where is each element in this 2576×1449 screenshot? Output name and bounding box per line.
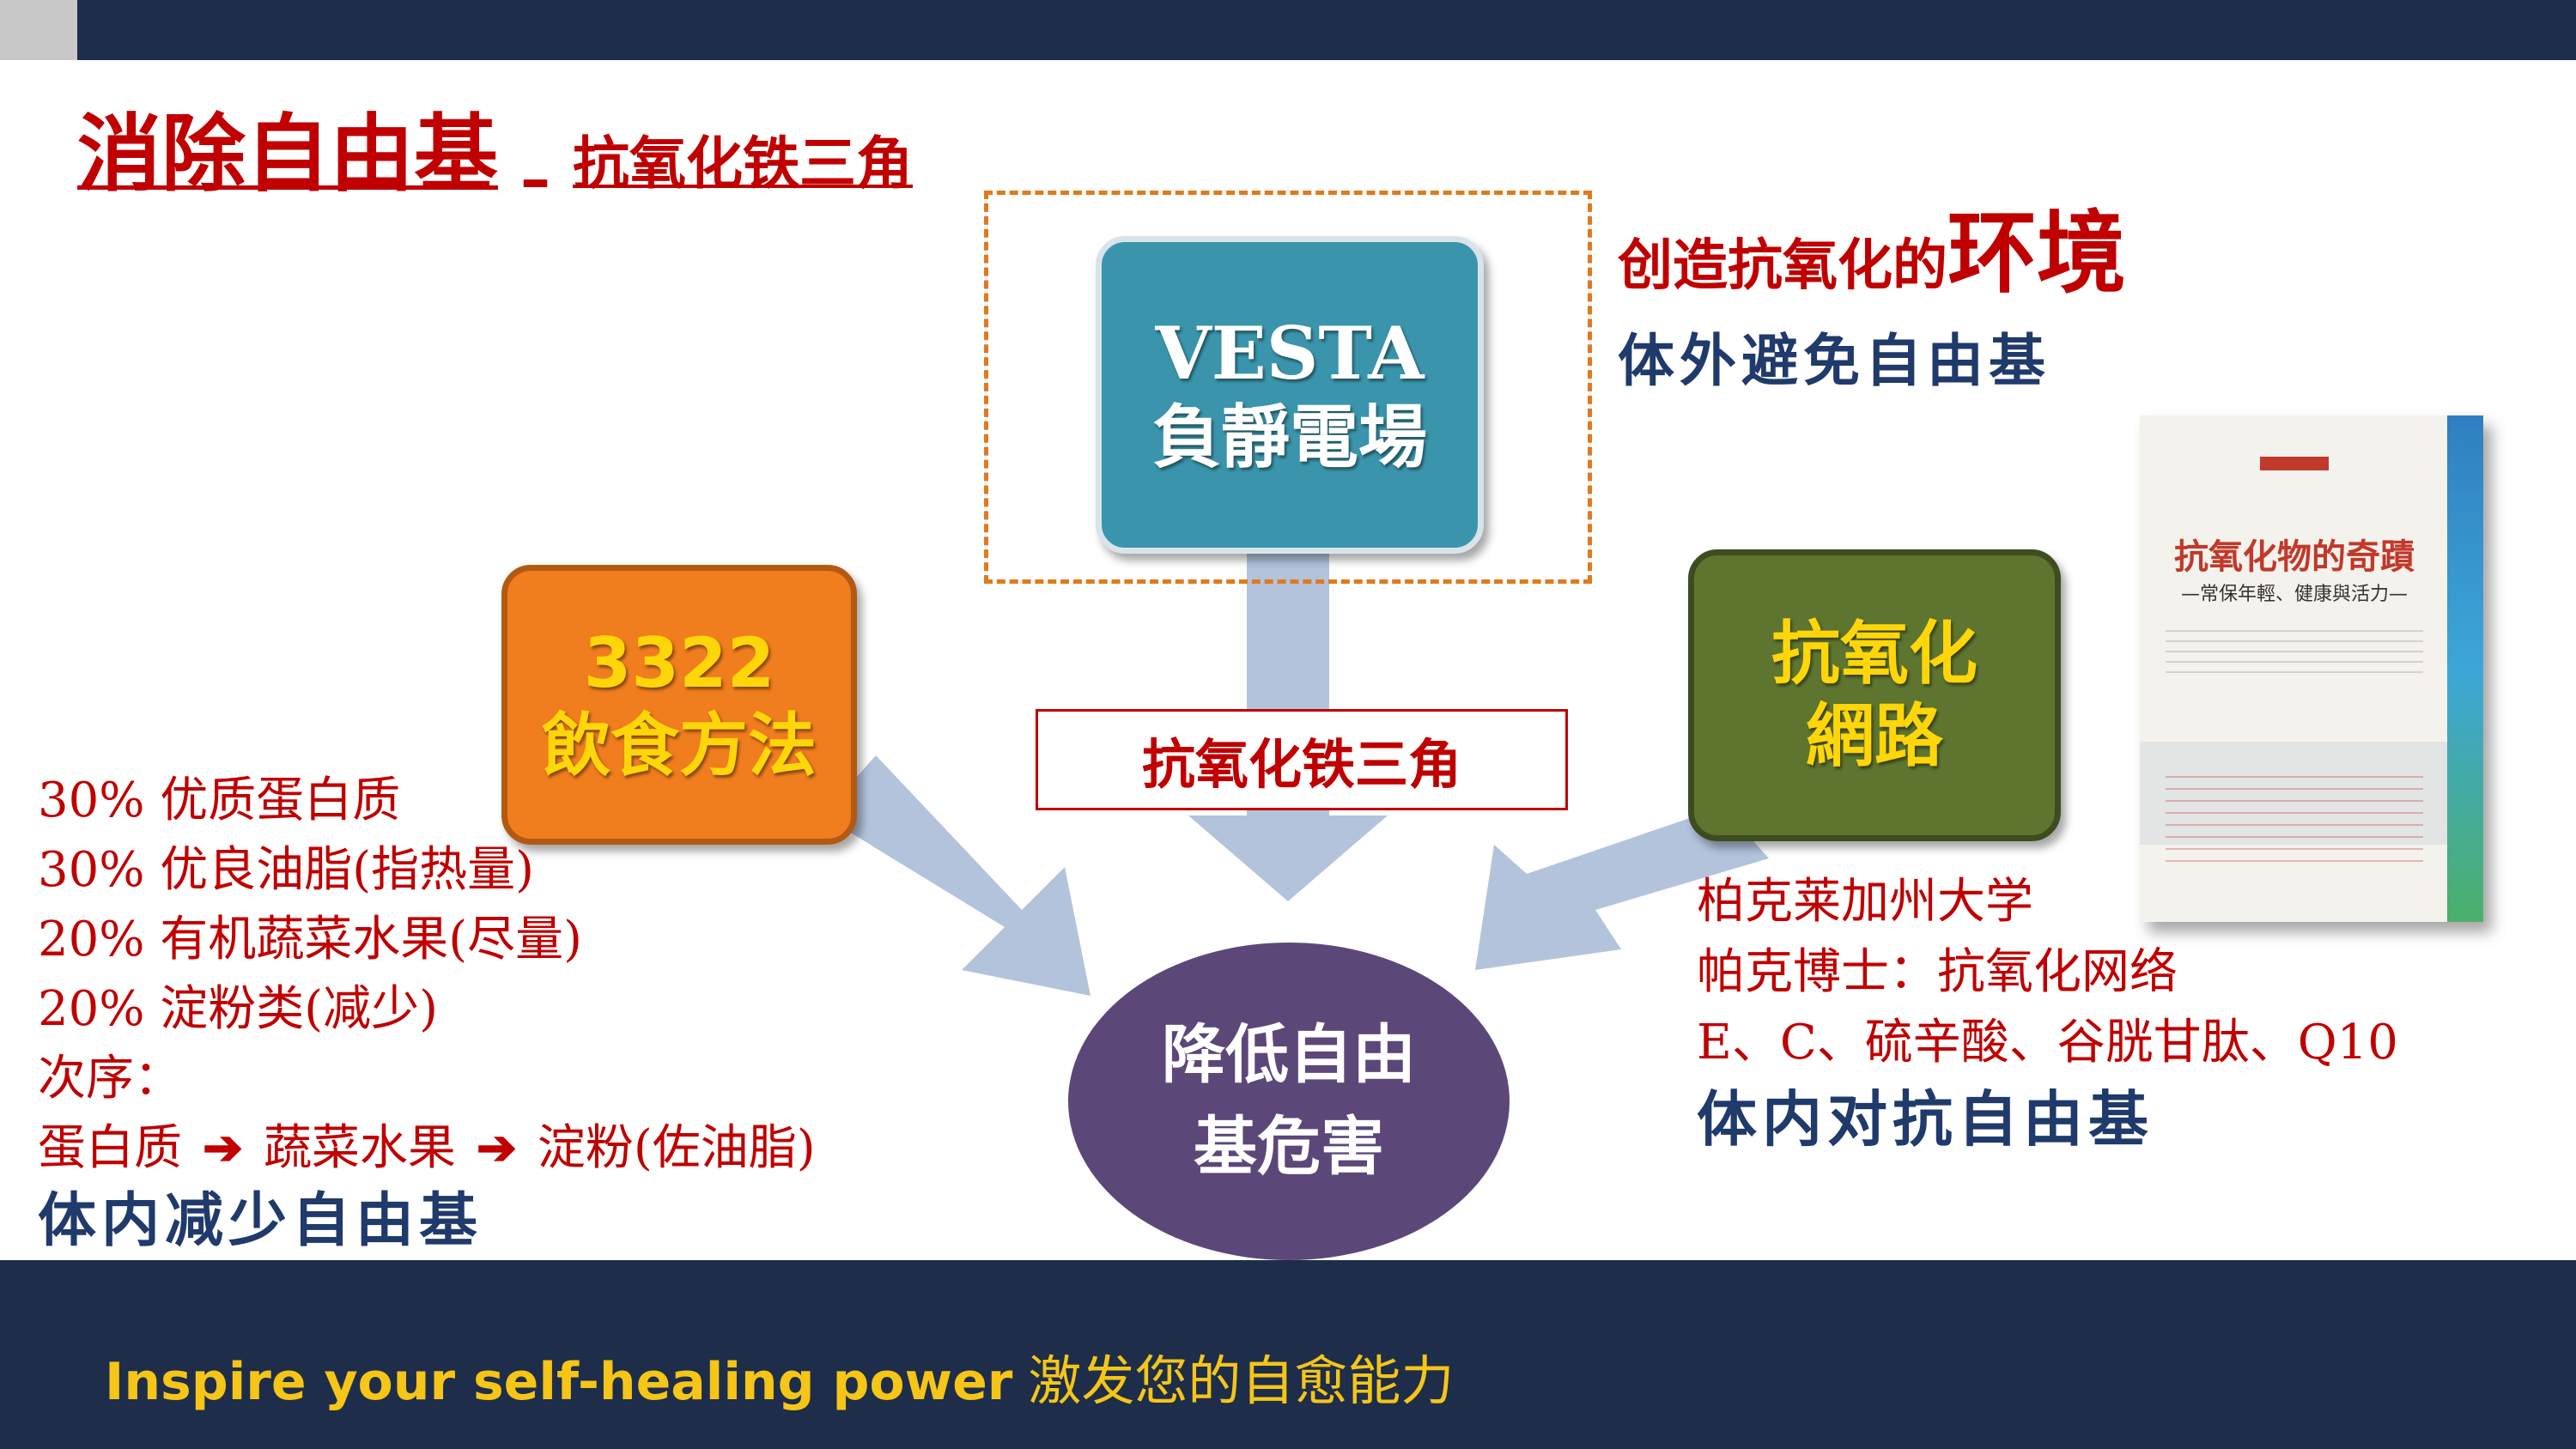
- vesta-box: VESTA 負靜電場: [1096, 236, 1484, 554]
- arrow-right-icon: ➔: [203, 1119, 243, 1176]
- environment-prefix: 创造抗氧化的: [1618, 234, 1947, 298]
- antioxidant-network-box: 抗氧化 網路: [1688, 549, 2061, 841]
- top-corner-block: [0, 0, 77, 60]
- iron-triangle-label: 抗氧化铁三角: [1036, 709, 1568, 810]
- order-step-1: 蛋白质: [38, 1120, 182, 1176]
- order-step-3: 淀粉(佐油脂): [537, 1120, 816, 1176]
- vesta-sublabel: 負靜電場: [1152, 397, 1427, 478]
- title-subtitle: 抗氧化铁三角: [573, 130, 914, 197]
- diet-item: 20% 淀粉类(减少): [38, 981, 438, 1037]
- antiox-label: 抗氧化: [1771, 614, 1978, 694]
- arrow-from-antiox: [1475, 807, 1769, 970]
- diet-item: 20% 有机蔬菜水果(尽量): [38, 912, 582, 967]
- book-tag: [2260, 457, 2329, 470]
- book-spine: [2447, 415, 2483, 922]
- antiox-sublabel: 網路: [1806, 696, 1943, 776]
- vesta-label: VESTA: [1155, 310, 1425, 396]
- result-line-2: 基危害: [1194, 1110, 1384, 1184]
- network-info: 柏克莱加州大学 帕克博士：抗氧化网络 E、C、硫辛酸、谷胱甘肽、Q10 体内对抗…: [1697, 867, 2398, 1161]
- network-line: E、C、硫辛酸、谷胱甘肽、Q10: [1697, 1015, 2398, 1070]
- title-dash: –: [520, 143, 551, 215]
- result-circle: 降低自由 基危害: [1068, 943, 1510, 1260]
- network-line: 帕克博士：抗氧化网络: [1697, 944, 2178, 1000]
- environment-emphasis: 环境: [1947, 201, 2127, 306]
- diet-label: 飲食方法: [542, 706, 817, 785]
- book-subtitle: —常保年輕、健康與活力—: [2180, 584, 2408, 605]
- diet-item: 30% 优良油脂(指热量): [38, 842, 534, 898]
- arrow-right-icon: ➔: [476, 1119, 517, 1176]
- environment-summary: 体外避免自由基: [1618, 328, 2050, 394]
- book-text-lines: [2166, 630, 2423, 682]
- footer-bar: [0, 1260, 2576, 1449]
- network-line: 柏克莱加州大学: [1697, 874, 2033, 930]
- book-title: 抗氧化物的奇蹟: [2174, 537, 2415, 577]
- title-main: 消除自由基: [77, 106, 499, 203]
- book-band: [2140, 742, 2447, 845]
- diet-method-box: 3322 飲食方法: [501, 565, 857, 845]
- eating-order: 蛋白质 ➔ 蔬菜水果 ➔ 淀粉(佐油脂): [38, 1113, 816, 1183]
- diet-item: 30% 优质蛋白质: [38, 773, 401, 828]
- result-line-1: 降低自由: [1162, 1017, 1416, 1092]
- environment-note: 创造抗氧化的环境 体外避免自由基: [1618, 180, 2126, 397]
- diet-number: 3322: [583, 623, 775, 703]
- network-summary: 体内对抗自由基: [1697, 1084, 2154, 1155]
- arrow-from-diet: [823, 755, 1091, 996]
- diet-ratio-list: 30% 优质蛋白质 30% 优良油脂(指热量) 20% 有机蔬菜水果(尽量) 2…: [38, 766, 816, 1260]
- order-label: 次序：: [38, 1051, 182, 1106]
- top-bar: [0, 0, 2576, 60]
- slogan-chinese: 激发您的自愈能力: [1028, 1349, 1455, 1412]
- slogan-english: Inspire your self-healing power: [105, 1352, 1013, 1412]
- vesta-dashed-frame: [984, 191, 1592, 584]
- book-cover-image: 抗氧化物的奇蹟 —常保年輕、健康與活力—: [2140, 415, 2483, 922]
- diet-summary: 体内减少自由基: [38, 1187, 483, 1255]
- book-text-lines: [2166, 776, 2423, 862]
- order-step-2: 蔬菜水果: [263, 1120, 456, 1176]
- slide-title: 消除自由基–抗氧化铁三角: [77, 86, 913, 215]
